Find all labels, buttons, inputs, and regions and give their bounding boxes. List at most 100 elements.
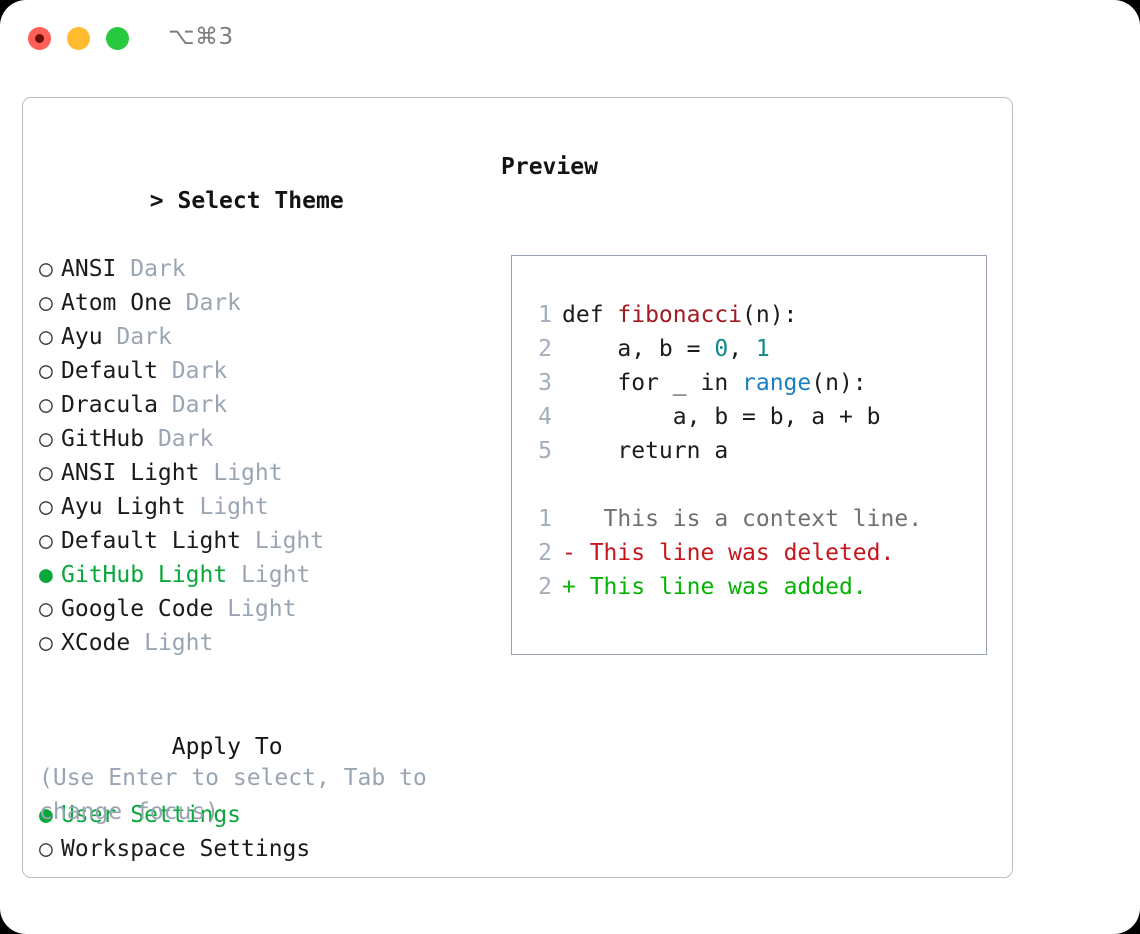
theme-option-default-light[interactable]: ○ Default Light Light (39, 524, 489, 558)
code-token-num: 0 (714, 336, 729, 362)
theme-variant-tag: Light (241, 562, 311, 588)
apply-to-list: ● User Settings ○ Workspace Settings (39, 798, 489, 866)
line-number: 2 (538, 336, 552, 362)
code-token-plain: a, b = (562, 336, 715, 362)
theme-option-github[interactable]: ○ GitHub Dark (39, 422, 489, 456)
theme-variant-tag: Light (199, 494, 269, 520)
title-bar: ⌥⌘3 (0, 0, 1140, 78)
apply-to-heading: Apply To (39, 696, 489, 798)
code-token-plain: def (562, 302, 618, 328)
theme-option-xcode[interactable]: ○ XCode Light (39, 626, 489, 660)
keyboard-shortcut-label: ⌥⌘3 (168, 24, 234, 50)
theme-option-label: GitHub (61, 426, 145, 452)
apply-to-title: Apply To (171, 734, 283, 760)
radio-unselected-icon: ○ (39, 630, 53, 656)
theme-option-label: XCode (61, 630, 131, 656)
theme-variant-tag: Dark (185, 290, 242, 316)
theme-variant-tag: Light (227, 596, 297, 622)
code-token-plain: , (728, 336, 756, 362)
minimize-window-button[interactable] (67, 27, 90, 50)
theme-variant-tag: Light (144, 630, 214, 656)
select-theme-title: Select Theme (177, 188, 344, 214)
line-number: 4 (538, 404, 552, 430)
diff-text: This is a context line. (575, 506, 923, 532)
radio-unselected-icon: ○ (39, 290, 53, 316)
prompt-marker: > (149, 188, 164, 214)
radio-unselected-icon: ○ (39, 426, 53, 452)
theme-option-label: Dracula (61, 392, 158, 418)
theme-option-label: Atom One (61, 290, 172, 316)
theme-option-ansi[interactable]: ○ ANSI Dark (39, 252, 489, 286)
apply-to-option-label: User Settings (61, 802, 242, 828)
theme-variant-tag: Dark (171, 392, 228, 418)
code-token-plain: (n): (811, 370, 867, 396)
code-line: 3 for _ in range(n): (526, 366, 980, 400)
code-token-plain: for _ in (562, 370, 743, 396)
diff-line-added: 2 + This line was added. (526, 570, 980, 604)
theme-option-label: ANSI (61, 256, 117, 282)
line-number: 1 (538, 302, 552, 328)
code-line: 2 a, b = 0, 1 (526, 332, 980, 366)
theme-variant-tag: Light (213, 460, 283, 486)
theme-option-google-code[interactable]: ○ Google Code Light (39, 592, 489, 626)
theme-option-dracula[interactable]: ○ Dracula Dark (39, 388, 489, 422)
content-panel: > Select Theme ○ANSI Dark○Atom One Dark○… (22, 97, 1013, 878)
close-icon (35, 34, 44, 43)
theme-option-label: Default Light (61, 528, 242, 554)
radio-unselected-icon: ○ (39, 392, 53, 418)
code-token-fn: fibonacci (617, 302, 743, 328)
diff-line-context: 1 This is a context line. (526, 502, 980, 536)
line-number: 2 (538, 574, 552, 600)
theme-option-label: Default (61, 358, 158, 384)
radio-unselected-icon: ○ (39, 460, 53, 486)
code-token-num: 1 (755, 336, 770, 362)
radio-unselected-icon: ○ (39, 256, 53, 282)
code-token-plain: return a (562, 438, 729, 464)
radio-unselected-icon: ○ (39, 324, 53, 350)
theme-option-ayu[interactable]: ○ Ayu Dark (39, 320, 489, 354)
theme-variant-tag: Dark (171, 358, 228, 384)
line-number: 3 (538, 370, 552, 396)
code-blank-line (526, 468, 980, 502)
theme-option-github-light[interactable]: ● GitHub Light Light (39, 558, 489, 592)
radio-unselected-icon: ○ (39, 528, 53, 554)
code-token-plain: a, b = b, a + b (562, 404, 881, 430)
theme-option-label: GitHub Light (61, 562, 228, 588)
radio-selected-icon: ● (39, 802, 53, 828)
theme-option-label: ANSI Light (61, 460, 200, 486)
code-line: 5 return a (526, 434, 980, 468)
theme-variant-tag: Dark (157, 426, 214, 452)
theme-option-default[interactable]: ○ Default Dark (39, 354, 489, 388)
diff-marker: - (562, 540, 576, 566)
theme-option-atom-one[interactable]: ○ Atom One Dark (39, 286, 489, 320)
diff-line-deleted: 2- This line was deleted. (526, 536, 980, 570)
apply-to-option-workspace-settings[interactable]: ○ Workspace Settings (39, 832, 489, 866)
theme-variant-tag: Dark (130, 256, 186, 282)
diff-marker (562, 502, 576, 536)
radio-unselected-icon: ○ (39, 494, 53, 520)
code-line: 1 def fibonacci(n): (526, 298, 980, 332)
line-number: 5 (538, 438, 552, 464)
line-number: 1 (538, 506, 552, 532)
radio-unselected-icon: ○ (39, 596, 53, 622)
radio-unselected-icon: ○ (39, 358, 53, 384)
code-token-call: range (742, 370, 812, 396)
theme-option-ayu-light[interactable]: ○Ayu Light Light (39, 490, 489, 524)
theme-variant-tag: Light (254, 528, 325, 554)
apply-to-option-label: Workspace Settings (61, 836, 311, 862)
theme-option-ansi-light[interactable]: ○ ANSI Light Light (39, 456, 489, 490)
diff-marker: + (562, 574, 576, 600)
code-token-plain: (n): (742, 302, 798, 328)
maximize-window-button[interactable] (106, 27, 129, 50)
radio-unselected-icon: ○ (39, 836, 53, 862)
keyboard-hint-text: (Use Enter to select, Tab to change focu… (39, 765, 441, 825)
diff-text: This line was added. (575, 574, 867, 600)
radio-selected-icon: ● (39, 562, 53, 588)
theme-variant-tag: Dark (116, 324, 172, 350)
apply-to-option-user-settings[interactable]: ● User Settings (39, 798, 489, 832)
theme-option-label: Ayu (61, 324, 103, 350)
code-line: 4 a, b = b, a + b (526, 400, 980, 434)
theme-option-label: Google Code (61, 596, 214, 622)
